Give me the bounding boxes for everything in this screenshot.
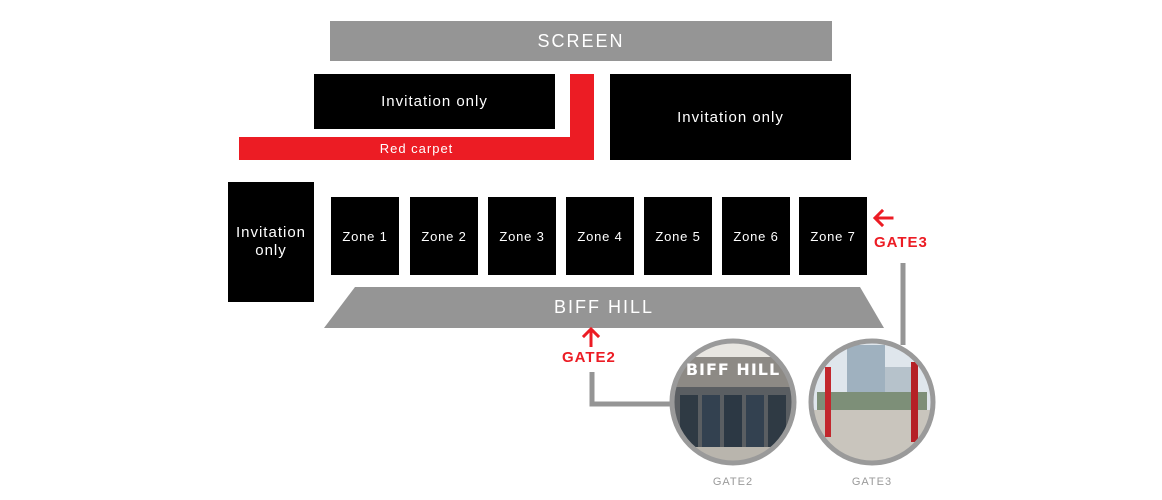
invitation-only-right-label: Invitation only [677, 108, 784, 126]
gate3-label: GATE3 [874, 234, 928, 251]
zone-5[interactable]: Zone 5 [644, 197, 712, 275]
gate2-label: GATE2 [562, 349, 616, 366]
red-carpet-label: Red carpet [379, 141, 454, 156]
zone-2-label: Zone 2 [421, 228, 467, 244]
invitation-only-right-block: Invitation only [610, 74, 851, 160]
screen-label: SCREEN [537, 30, 625, 51]
gate2-connector-line [589, 372, 670, 407]
zone-7[interactable]: Zone 7 [799, 197, 867, 275]
zone-1[interactable]: Zone 1 [331, 197, 399, 275]
zone-6-label: Zone 6 [733, 228, 779, 244]
screen-bar: SCREEN [330, 21, 832, 61]
zone-4-label: Zone 4 [577, 228, 623, 244]
biff-hill-label: BIFF HILL [553, 297, 655, 317]
zone-7-label: Zone 7 [810, 228, 856, 244]
zone-1-label: Zone 1 [342, 228, 388, 244]
zone-3-label: Zone 3 [499, 228, 545, 244]
zone-3[interactable]: Zone 3 [488, 197, 556, 275]
zone-5-label: Zone 5 [655, 228, 701, 244]
gate2-photo-caption: GATE2 [712, 476, 754, 488]
gate2-photo-sign: BIFF HILL [685, 360, 781, 379]
invitation-only-left-block: Invitation only [314, 74, 555, 129]
arrow-left-icon [872, 207, 894, 229]
zone-4[interactable]: Zone 4 [566, 197, 634, 275]
invitation-only-side-label-line2: only [255, 242, 287, 259]
gate2-photo: BIFF HILL [668, 337, 798, 467]
red-carpet-strip: Red carpet [239, 137, 594, 160]
biff-hill-stage-shape [324, 287, 884, 328]
zone-2[interactable]: Zone 2 [410, 197, 478, 275]
invitation-only-side-block: Invitation only [228, 182, 314, 302]
gate3-photo [807, 337, 937, 467]
invitation-only-left-label: Invitation only [381, 93, 488, 110]
arrow-up-icon [580, 326, 602, 348]
gate3-photo-caption: GATE3 [851, 476, 893, 488]
invitation-only-side-label-line1: Invitation [235, 224, 307, 241]
zone-6[interactable]: Zone 6 [722, 197, 790, 275]
biff-hill-stage: BIFF HILL [324, 287, 884, 328]
